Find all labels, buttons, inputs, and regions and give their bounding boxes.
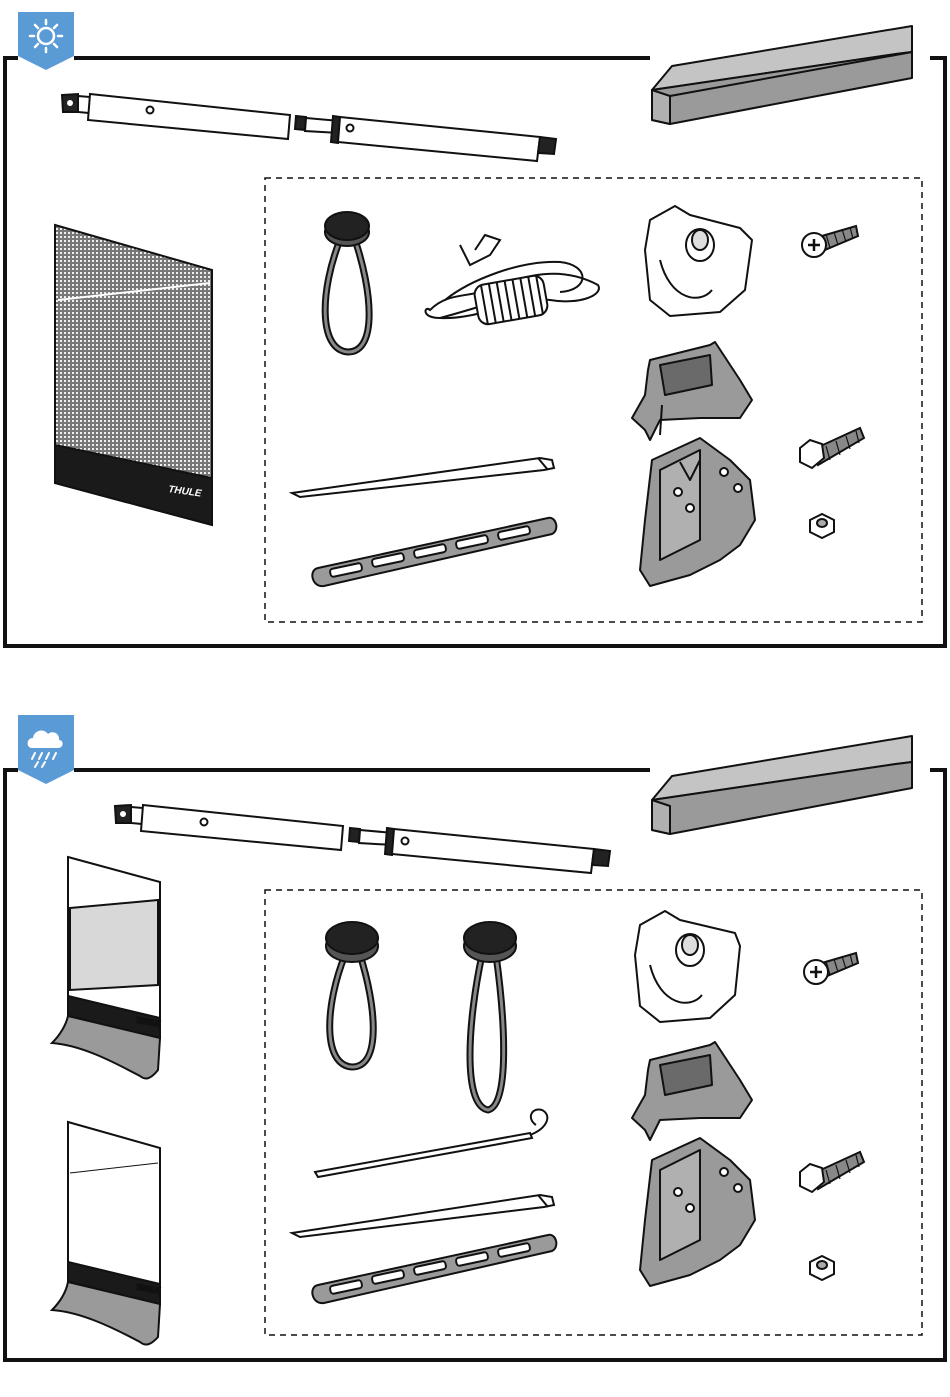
sun-kit-illustration: THULE (0, 0, 950, 660)
rod-peg (315, 1109, 547, 1177)
sun-icon (18, 12, 74, 70)
elastic-loop (326, 922, 378, 1067)
mesh-side-panel: THULE (55, 225, 212, 525)
elastic-loop (325, 212, 369, 352)
slotted-strap (312, 1235, 556, 1303)
bracket-top (645, 206, 752, 316)
nut (810, 1256, 834, 1280)
bracket-top (635, 911, 740, 1022)
channel-rail (652, 736, 912, 834)
bracket-middle (632, 342, 752, 440)
sun-kit-panel: THULE (0, 0, 950, 660)
bracket-middle (632, 1042, 752, 1140)
screw (804, 953, 858, 984)
window-side-panel: THULE (52, 857, 160, 1078)
bracket-bottom (640, 438, 755, 586)
telescopic-pole (62, 94, 556, 161)
rain-cloud-icon (18, 715, 74, 784)
nut (810, 514, 834, 538)
hex-bolt (800, 428, 864, 468)
screw (802, 226, 858, 257)
elastic-loop-long (464, 922, 516, 1110)
hex-bolt (800, 1152, 864, 1192)
slotted-strap (312, 518, 556, 586)
bracket-bottom (640, 1138, 755, 1286)
channel-rail (652, 26, 912, 124)
tent-peg (292, 458, 554, 497)
tent-peg (292, 1195, 554, 1237)
plain-side-panel: THULE (52, 1122, 160, 1345)
telescopic-pole (115, 805, 610, 873)
rain-kit-illustration: THULE THULE (0, 700, 950, 1397)
guy-rope (426, 235, 599, 326)
rain-kit-panel: THULE THULE (0, 700, 950, 1397)
